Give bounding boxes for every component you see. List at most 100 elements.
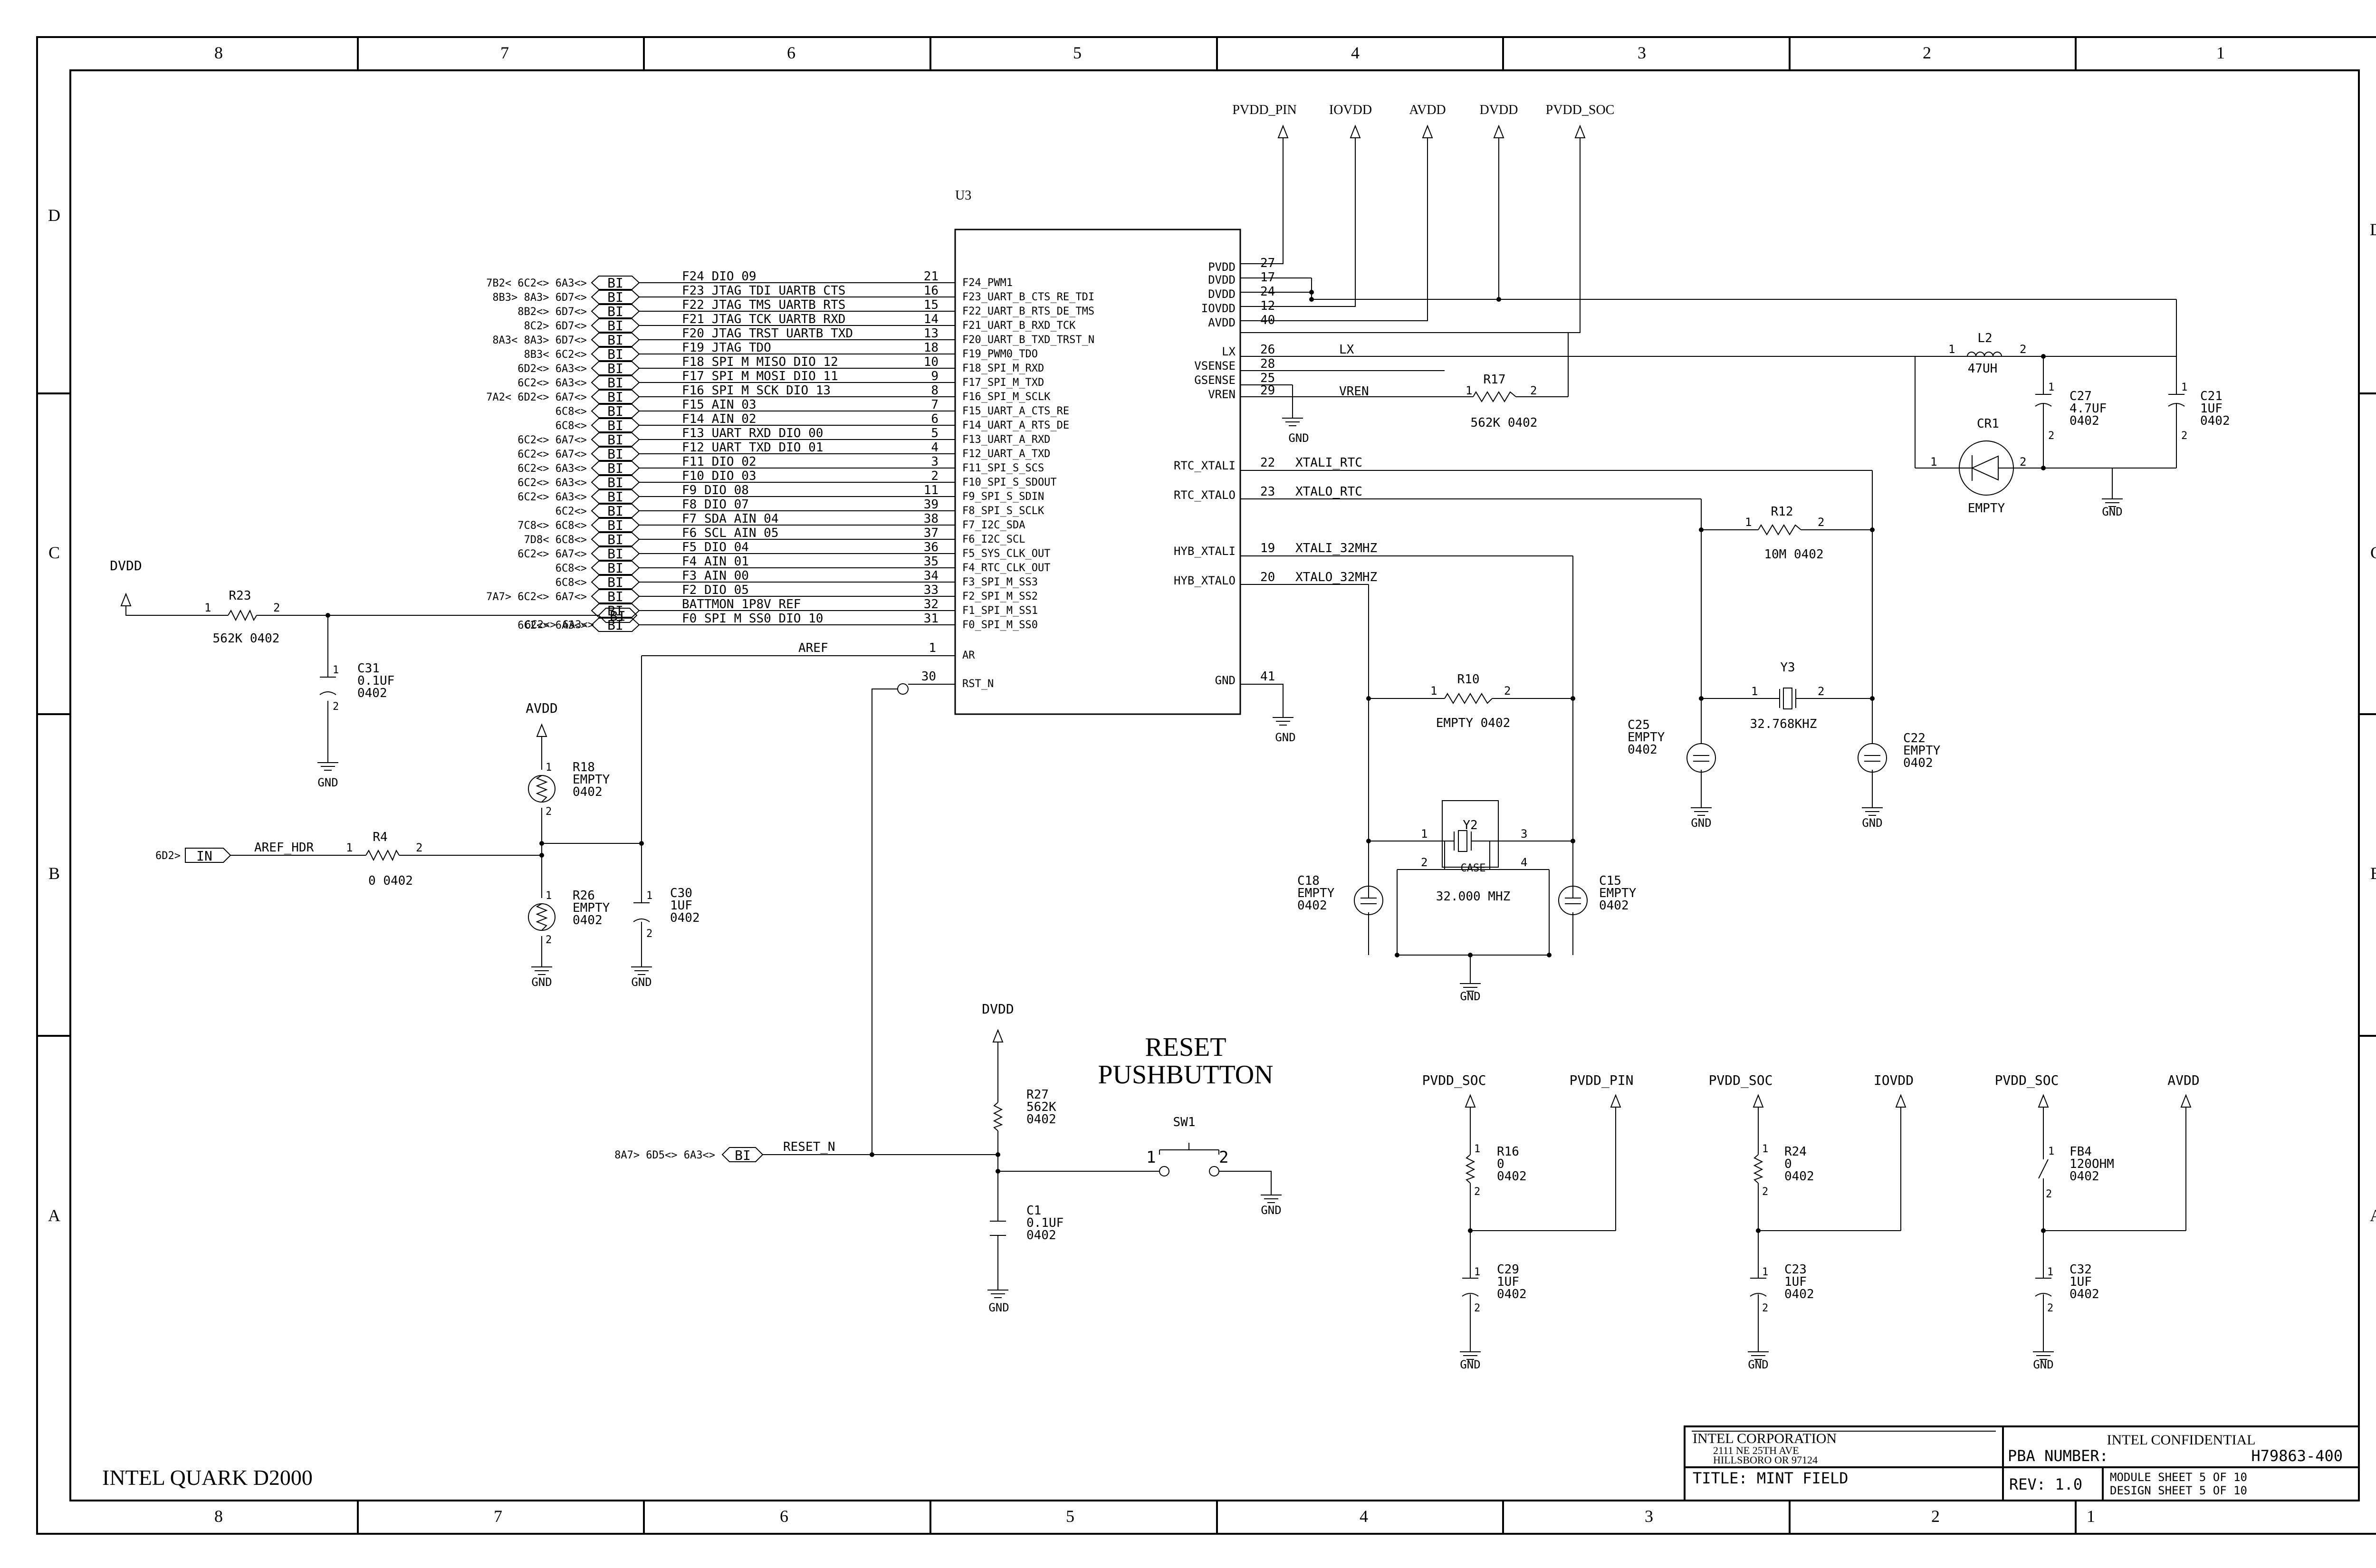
pin-num: 1 bbox=[1762, 1266, 1768, 1278]
value: 1UF bbox=[670, 899, 692, 913]
confidential: INTEL CONFIDENTIAL bbox=[2107, 1432, 2256, 1448]
pin-name: F8_SPI_S_SCLK bbox=[962, 505, 1044, 517]
bi-label: BI bbox=[607, 446, 623, 462]
row-label: D bbox=[48, 206, 60, 225]
pin-num: 2 bbox=[2020, 343, 2026, 356]
pin-num: 22 bbox=[1260, 456, 1275, 470]
pin-num: 1 bbox=[333, 664, 339, 676]
pin-num: 38 bbox=[924, 512, 939, 526]
net-label: F6_SCL_AIN_05 bbox=[682, 526, 779, 540]
xref: 8B3> 8A3> 6D7<> bbox=[492, 292, 587, 304]
rtc-wires bbox=[1701, 470, 1873, 808]
pin-num: 2 bbox=[2046, 1188, 2052, 1200]
bi-label: BI bbox=[607, 389, 623, 405]
value: 1UF bbox=[1784, 1275, 1807, 1289]
net-label: F0_SPI_M_SS0_DIO_10 bbox=[682, 612, 823, 626]
crystal-y3: Y3 1 2 32.768KHZ bbox=[1750, 660, 1825, 731]
pin-num: 1 bbox=[2181, 382, 2187, 393]
address: HILLSBORO OR 97124 bbox=[1713, 1454, 1818, 1466]
pin-num: 2 bbox=[2047, 1302, 2053, 1314]
gnd-label: GND bbox=[1748, 1358, 1768, 1371]
pin-num: 1 bbox=[1751, 685, 1758, 698]
xref: 6C2<> 6A7<> bbox=[517, 449, 587, 460]
col-label: 3 bbox=[1645, 1507, 1653, 1526]
xref: 6C2<> 6A3<> bbox=[517, 620, 587, 631]
net-label: F17_SPI_M_MOSI_DIO_11 bbox=[682, 369, 838, 383]
bi-label: BI bbox=[607, 332, 623, 348]
rst-pin-num: 30 bbox=[921, 669, 936, 684]
pin-num: 1 bbox=[1146, 1148, 1156, 1167]
bi-label: BI bbox=[607, 532, 623, 547]
gnd-label: GND bbox=[1261, 1204, 1281, 1217]
net-label: F20_JTAG_TRST_UARTB_TXD bbox=[682, 326, 853, 341]
reset-dots bbox=[870, 1152, 1000, 1174]
value: 562K 0402 bbox=[1471, 416, 1538, 430]
gnd-label: GND bbox=[631, 975, 651, 989]
bi-label: BI bbox=[610, 608, 626, 624]
net-label: F23_JTAG_TDI_UARTB_CTS bbox=[682, 284, 845, 298]
bi-connector bbox=[591, 475, 640, 489]
net-label: F13_UART_RXD_DIO_00 bbox=[682, 426, 823, 440]
xref: 7A7> 6C2<> 6A7<> bbox=[486, 591, 587, 603]
bi-label: BI bbox=[607, 418, 623, 433]
avdd-flag-left: AVDD bbox=[526, 700, 558, 737]
pin-num: 2 bbox=[2020, 455, 2026, 468]
col-label: 6 bbox=[787, 43, 795, 62]
pin-num: 2 bbox=[546, 934, 552, 946]
capacitor-c31: 1 2 C31 0.1UF 0402 bbox=[319, 661, 394, 713]
package: 0402 bbox=[1599, 899, 1629, 913]
row-label: D bbox=[2370, 220, 2376, 239]
pin-num: 1 bbox=[1474, 1143, 1480, 1155]
pin-num: 1 bbox=[1930, 455, 1937, 468]
power-flag-label: AVDD bbox=[2167, 1072, 2199, 1088]
pin-num: 27 bbox=[1260, 256, 1275, 270]
bi-label: BI bbox=[607, 375, 623, 391]
bi-connector bbox=[591, 589, 640, 603]
xref: 8A7> 6D5<> 6A3<> bbox=[614, 1149, 715, 1161]
gnd-label: GND bbox=[1460, 1358, 1480, 1371]
pin-num: 4 bbox=[1521, 856, 1527, 869]
value: EMPTY bbox=[1903, 744, 1941, 758]
pin-num: 15 bbox=[924, 298, 939, 312]
pin-num: 17 bbox=[1260, 270, 1275, 285]
col-label: 4 bbox=[1351, 43, 1360, 62]
pin-num: 14 bbox=[924, 312, 939, 326]
pin-num: 29 bbox=[1260, 383, 1275, 398]
value: EMPTY bbox=[1968, 501, 2005, 516]
net-label: F2_DIO_05 bbox=[682, 583, 749, 597]
pin-name: VREN bbox=[1208, 388, 1236, 401]
value: 1UF bbox=[1497, 1275, 1519, 1289]
value: EMPTY bbox=[573, 773, 610, 787]
col-label: 1 bbox=[2216, 43, 2225, 62]
pin-name: GND bbox=[1215, 674, 1236, 687]
pin-name: RTC_XTALO bbox=[1174, 488, 1236, 502]
ar-pin-num: 1 bbox=[929, 641, 936, 655]
package: 0402 bbox=[2200, 414, 2230, 428]
power-flag-label: DVDD bbox=[982, 1001, 1014, 1017]
refdes: C22 bbox=[1903, 731, 1926, 746]
net-label: F15_AIN_03 bbox=[682, 398, 757, 412]
gnd-label: GND bbox=[1288, 431, 1309, 445]
revision: REV: 1.0 bbox=[2009, 1475, 2082, 1493]
value: EMPTY bbox=[573, 901, 610, 915]
pin-num: 2 bbox=[646, 928, 652, 940]
power-flag-label: PVDD_SOC bbox=[1422, 1072, 1486, 1089]
pin-num: 24 bbox=[1260, 285, 1275, 299]
hyb-dots bbox=[1366, 696, 1575, 957]
pin-name: RTC_XTALI bbox=[1174, 459, 1236, 472]
pin-name: F10_SPI_S_SDOUT bbox=[962, 477, 1057, 488]
gnd-label: GND bbox=[2102, 505, 2122, 518]
reset-title-line: PUSHBUTTON bbox=[1098, 1060, 1273, 1090]
pin-num: 13 bbox=[924, 326, 939, 341]
resistor-r10: R10 1 2 EMPTY 0402 bbox=[1430, 672, 1511, 730]
pin-name: LX bbox=[1222, 345, 1236, 358]
pin-num: 2 bbox=[2048, 430, 2054, 442]
pin-name: F2_SPI_M_SS2 bbox=[962, 591, 1038, 602]
power-flag-label: IOVDD bbox=[1874, 1072, 1914, 1088]
refdes: C15 bbox=[1599, 874, 1621, 888]
col-label: 8 bbox=[214, 43, 223, 62]
